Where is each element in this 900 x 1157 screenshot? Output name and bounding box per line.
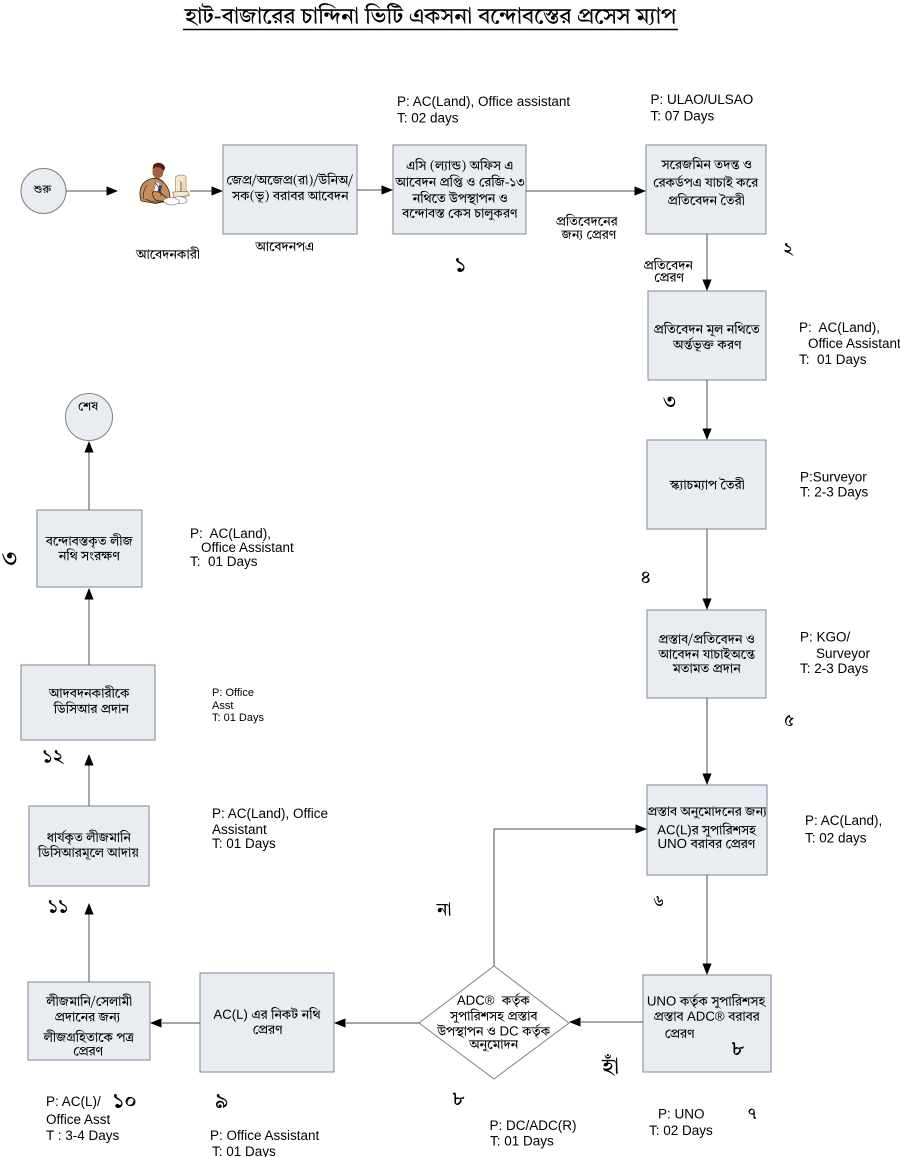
svg-text:T: 02 days: T: 02 days	[805, 831, 867, 846]
svg-text:P: Office: P: Office	[212, 687, 254, 699]
svg-text:P: AC(L)/: P: AC(L)/	[46, 1094, 101, 1109]
svg-text:T: 01 Days: T: 01 Days	[799, 352, 867, 367]
svg-text:Assistant: Assistant	[212, 822, 267, 837]
svg-text:P: UNO: P: UNO	[658, 1106, 705, 1121]
svg-text:P: AC(Land), Office: P: AC(Land), Office	[212, 806, 328, 821]
svg-text:T: 01 Days: T: 01 Days	[212, 712, 264, 724]
svg-text:T: 02 days: T: 02 days	[397, 110, 459, 125]
svg-text:T : 3-4 Days: T : 3-4 Days	[46, 1128, 120, 1143]
svg-text:P:Surveyor: P:Surveyor	[800, 470, 867, 485]
svg-text:Office Assistant: Office Assistant	[201, 540, 294, 555]
svg-text:T: 01 Days: T: 01 Days	[490, 1134, 554, 1149]
svg-text:P: ULAO/ULSAO: P: ULAO/ULSAO	[651, 92, 754, 107]
svg-text:T: 01 Days: T: 01 Days	[190, 554, 258, 569]
svg-text:P: AC(Land), Office assistant: P: AC(Land), Office assistant	[397, 94, 570, 109]
svg-text:Office Asst: Office Asst	[46, 1112, 111, 1127]
svg-text:P: Office Assistant: P: Office Assistant	[210, 1128, 320, 1143]
svg-text:T: 2-3 Days: T: 2-3 Days	[800, 661, 869, 676]
svg-text:Asst: Asst	[212, 700, 233, 712]
svg-text:T: 2-3 Days: T: 2-3 Days	[800, 484, 869, 499]
svg-text:T: 01 Days: T: 01 Days	[212, 1144, 276, 1157]
svg-text:T: 01 Days: T: 01 Days	[212, 836, 276, 851]
svg-text:P: KGO/: P: KGO/	[800, 630, 851, 645]
svg-text:T: 07 Days: T: 07 Days	[651, 108, 715, 123]
svg-text:Surveyor: Surveyor	[816, 646, 871, 661]
svg-text:T: 02 Days: T: 02 Days	[649, 1123, 713, 1138]
svg-text:Office Assistant: Office Assistant	[808, 336, 900, 351]
svg-text:P: AC(Land),: P: AC(Land),	[805, 813, 882, 828]
svg-text:P: AC(Land),: P: AC(Land),	[190, 526, 271, 541]
svg-text:P: AC(Land),: P: AC(Land),	[799, 320, 880, 335]
svg-text:P: DC/ADC(R): P: DC/ADC(R)	[490, 1118, 577, 1133]
